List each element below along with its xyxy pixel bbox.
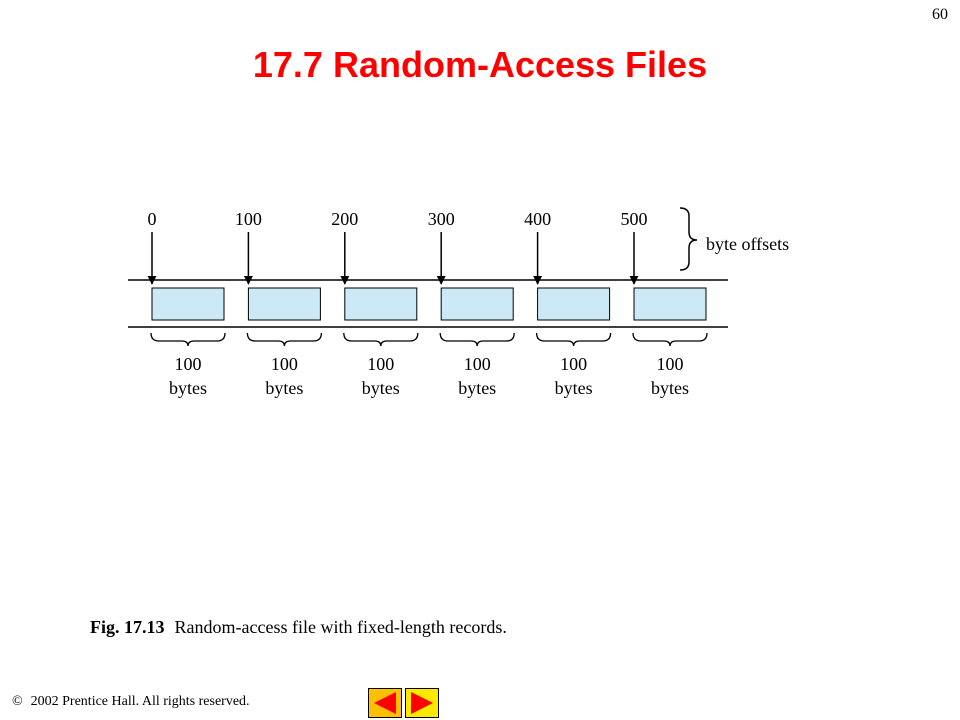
record-brace xyxy=(439,332,515,347)
next-slide-button[interactable] xyxy=(405,688,439,718)
record-brace xyxy=(246,332,323,347)
offset-label: 500 xyxy=(621,209,648,229)
figure-number: Fig. 17.13 xyxy=(90,617,165,637)
record-size-label: 100 xyxy=(657,354,684,374)
record-unit-label: bytes xyxy=(265,378,303,398)
copyright: © 2002 Prentice Hall. All rights reserved… xyxy=(12,694,250,710)
previous-slide-button[interactable] xyxy=(368,688,402,718)
left-arrow-icon xyxy=(374,692,396,714)
offset-label: 100 xyxy=(235,209,262,229)
offset-label: 300 xyxy=(428,209,455,229)
slide-title: 17.7 Random-Access Files xyxy=(252,44,708,85)
right-arrow-icon xyxy=(411,692,433,714)
copyright-text: 2002 Prentice Hall. All rights reserved. xyxy=(30,694,250,709)
offset-label: 200 xyxy=(331,209,358,229)
offset-label: 0 xyxy=(148,209,157,229)
record-unit-label: bytes xyxy=(555,378,593,398)
record-size-label: 100 xyxy=(175,354,202,374)
record-size-label: 100 xyxy=(560,354,587,374)
record-box xyxy=(247,287,321,321)
figure-caption-text: Random-access file with fixed-length rec… xyxy=(174,617,507,637)
page-number: 60 xyxy=(932,6,948,23)
record-box xyxy=(633,287,707,321)
record-size-label: 100 xyxy=(464,354,491,374)
copyright-symbol: © xyxy=(12,694,23,709)
record-size-label: 100 xyxy=(271,354,298,374)
record-box xyxy=(151,287,225,321)
record-box xyxy=(440,287,514,321)
record-box xyxy=(537,287,611,321)
record-unit-label: bytes xyxy=(169,378,207,398)
record-size-label: 100 xyxy=(367,354,394,374)
record-box xyxy=(344,287,418,321)
byte-offsets-brace xyxy=(679,207,698,271)
offset-label: 400 xyxy=(524,209,551,229)
byte-offsets-label: byte offsets xyxy=(706,234,789,254)
record-brace xyxy=(632,332,708,347)
record-unit-label: bytes xyxy=(458,378,496,398)
record-brace xyxy=(150,332,226,347)
record-unit-label: bytes xyxy=(651,378,689,398)
record-brace xyxy=(343,332,419,347)
record-unit-label: bytes xyxy=(362,378,400,398)
figure-caption: Fig. 17.13 Random-access file with fixed-… xyxy=(90,617,507,638)
record-brace xyxy=(535,332,612,347)
